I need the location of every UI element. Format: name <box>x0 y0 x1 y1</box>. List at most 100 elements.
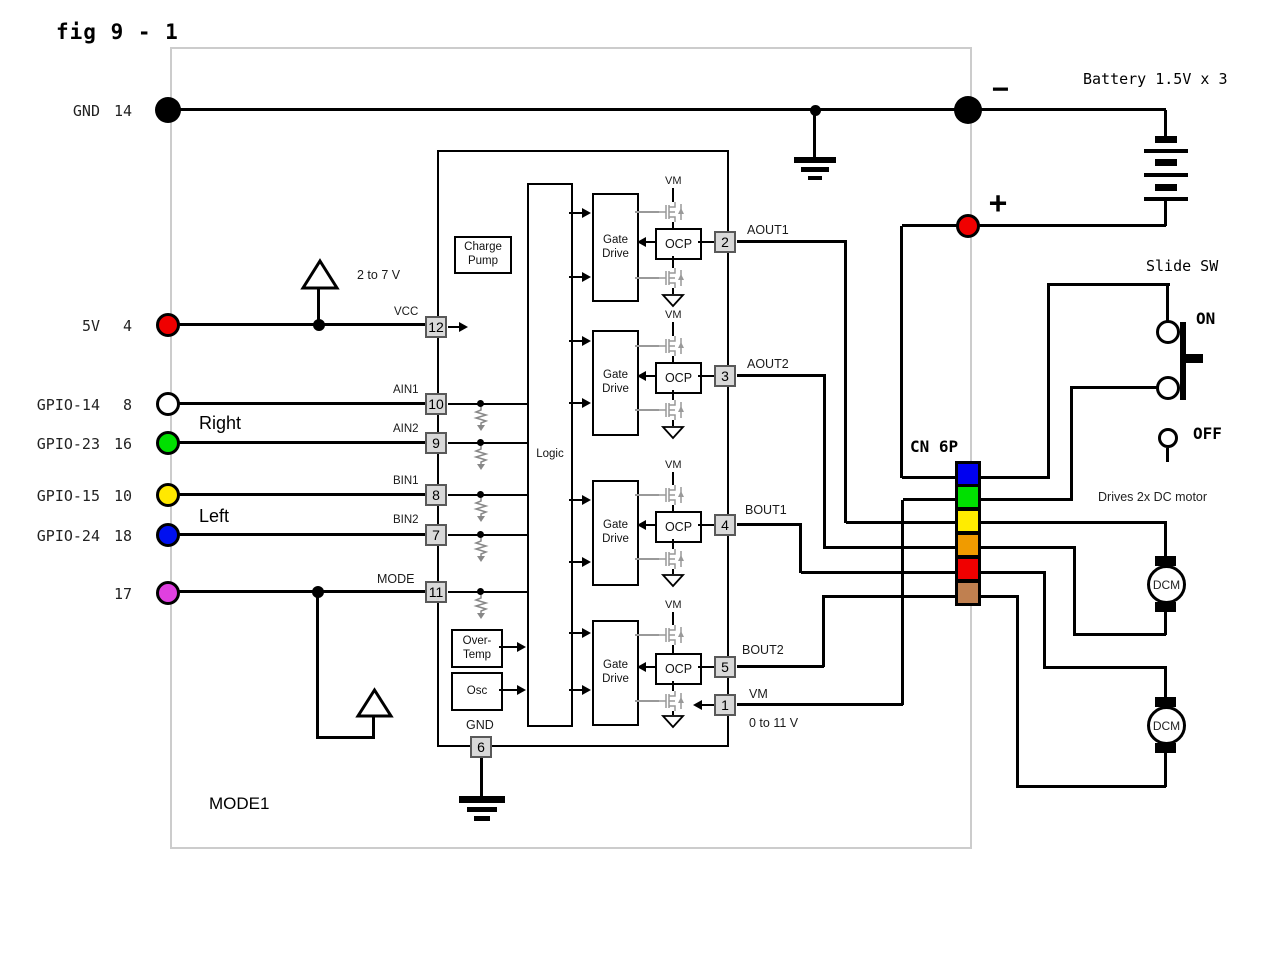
gate-drive-label: Gate Drive <box>602 233 629 260</box>
wire <box>672 222 674 228</box>
ocp-label: OCP <box>664 661 693 676</box>
wire <box>737 374 825 377</box>
over-temp-label: Over- Temp <box>462 634 492 661</box>
wire <box>644 241 656 243</box>
ground-arrow-icon <box>660 574 686 588</box>
arrow-icon <box>517 685 526 695</box>
ocp-label: OCP <box>664 236 693 251</box>
vm-label: VM <box>665 459 682 471</box>
wire <box>844 240 847 523</box>
osc-block: Osc <box>451 672 503 711</box>
wire <box>316 736 375 739</box>
mosfet-icon <box>659 400 684 420</box>
wire <box>900 226 903 478</box>
wire <box>448 442 528 444</box>
battery-cell <box>1155 184 1177 191</box>
battery-cell <box>1155 159 1177 166</box>
wire <box>480 757 483 797</box>
power-triangle-icon <box>355 687 394 718</box>
pin-number: 4 <box>122 317 132 335</box>
wire <box>317 289 320 325</box>
wire <box>635 700 659 702</box>
wire <box>980 476 1050 479</box>
wire <box>569 632 584 634</box>
resistor-icon <box>473 407 489 431</box>
arrow-icon <box>582 208 591 218</box>
pin-name: AIN1 <box>393 384 419 396</box>
ground-arrow-icon <box>660 426 686 440</box>
wire <box>168 493 427 496</box>
battery-cell <box>1155 136 1177 143</box>
gate-drive-block: Gate Drive <box>592 193 639 302</box>
wire <box>980 595 1018 598</box>
pin-name: BIN1 <box>393 475 419 487</box>
pin-name: BOUT1 <box>745 503 787 517</box>
wire <box>635 345 659 347</box>
wire <box>901 500 904 705</box>
gnd-node <box>155 97 181 123</box>
wire <box>672 188 674 202</box>
wire <box>980 571 1045 574</box>
junction-dot <box>477 588 484 595</box>
wire <box>737 523 801 526</box>
wire <box>644 524 656 526</box>
gate-drive-label: Gate Drive <box>602 369 629 395</box>
wire <box>168 533 427 536</box>
wire <box>635 211 659 213</box>
wire <box>902 476 957 479</box>
logic-label: Logic <box>536 448 564 461</box>
arrow-icon <box>459 322 468 332</box>
wire <box>672 322 674 336</box>
pin-number: 18 <box>113 527 132 545</box>
pin-name: MODE <box>377 572 415 586</box>
wire <box>823 374 826 549</box>
wire <box>737 240 846 243</box>
switch-on-label: ON <box>1196 309 1216 328</box>
power-triangle-icon <box>300 258 340 290</box>
wire <box>824 595 957 598</box>
gate-drive-label: Gate Drive <box>602 659 629 685</box>
ic-pin-3: 3 <box>714 365 736 387</box>
wire <box>635 409 659 411</box>
vm-label: VM <box>665 309 682 321</box>
arrow-icon <box>637 371 646 381</box>
arrow-icon <box>582 272 591 282</box>
left-channel-label: Left <box>199 506 230 526</box>
wire <box>799 523 802 573</box>
ground-arrow-icon <box>660 715 686 729</box>
battery-cell <box>1144 197 1188 201</box>
gate-drive-block: Gate Drive <box>592 620 639 726</box>
motor-terminal <box>1155 556 1176 566</box>
junction-dot <box>312 586 324 598</box>
wire <box>813 110 816 157</box>
ic-pin-7: 7 <box>425 524 447 546</box>
motor-name: DCM <box>1152 577 1181 592</box>
wire <box>448 326 462 328</box>
pin-number: 16 <box>113 435 132 453</box>
slide-sw-label: Slide SW <box>1146 257 1219 275</box>
wire <box>569 340 584 342</box>
ic-pin-6: 6 <box>470 736 492 758</box>
connector-pin-red <box>955 556 981 582</box>
pin-name: BOUT2 <box>742 643 784 657</box>
figure-title: fig 9 - 1 <box>56 20 179 44</box>
wire <box>737 703 903 706</box>
wire <box>1016 595 1019 787</box>
pin-number: 14 <box>113 102 132 120</box>
pin-name: BIN2 <box>393 514 419 526</box>
switch-off-contact <box>1158 428 1178 448</box>
resistor-icon <box>473 595 489 619</box>
pin-number: 8 <box>122 396 132 414</box>
arrow-icon <box>517 642 526 652</box>
wire <box>569 402 584 404</box>
gate-drive-block: Gate Drive <box>592 480 639 586</box>
over-temp-block: Over- Temp <box>451 629 503 668</box>
ic-pin-4: 4 <box>714 514 736 536</box>
wire <box>448 494 528 496</box>
junction-dot <box>313 319 325 331</box>
wire <box>672 505 674 511</box>
mosfet-icon <box>659 625 684 645</box>
wire <box>672 420 674 426</box>
arrow-icon <box>693 700 702 710</box>
wire <box>569 499 584 501</box>
